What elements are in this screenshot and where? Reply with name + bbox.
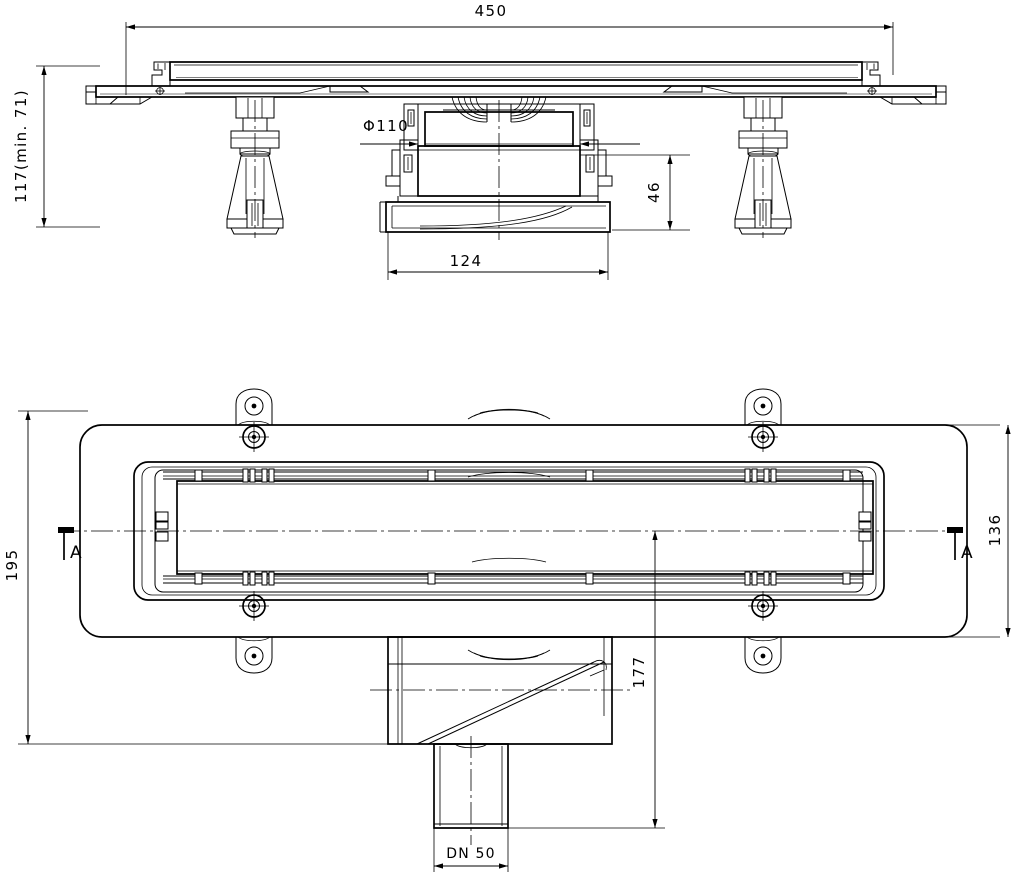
dimension-overall-width bbox=[18, 410, 400, 745]
flange-outline bbox=[79, 424, 968, 638]
dim-label-nominal-outlet: DN 50 bbox=[446, 846, 496, 862]
adjustable-foot-left bbox=[226, 96, 284, 238]
section-mark-right: A bbox=[947, 527, 973, 563]
section-label-right: A bbox=[961, 543, 973, 563]
dimension-height bbox=[36, 65, 100, 228]
mounting-tab-top-left bbox=[236, 389, 272, 452]
dimension-outlet-offset bbox=[508, 531, 665, 829]
dim-label-outlet-offset: 177 bbox=[630, 656, 648, 689]
mounting-tab-bottom-left bbox=[236, 591, 272, 673]
dim-label-body-width: 124 bbox=[450, 252, 483, 270]
section-mark-left: A bbox=[58, 527, 82, 563]
dim-label-outlet-diameter: Φ110 bbox=[363, 117, 409, 135]
dimension-nominal-outlet bbox=[433, 828, 509, 872]
end-clips bbox=[155, 511, 872, 542]
dim-label-overall-width: 195 bbox=[3, 549, 21, 582]
section-label-left: A bbox=[70, 543, 82, 563]
rail-clips-top bbox=[194, 468, 851, 483]
dimension-body-width bbox=[387, 232, 609, 280]
drain-body-section bbox=[380, 96, 612, 240]
rail-clips-bottom bbox=[194, 571, 851, 586]
dimension-outlet-diameter: Φ110 bbox=[360, 117, 640, 147]
view-plan: A A bbox=[18, 389, 1011, 872]
dim-label-body-height: 46 bbox=[645, 181, 663, 203]
dim-label-overall-length: 450 bbox=[475, 2, 508, 20]
outlet-assembly bbox=[370, 636, 630, 845]
cover-plate-assembly bbox=[86, 61, 946, 104]
mounting-tab-bottom-right bbox=[745, 591, 781, 673]
dimension-body-height bbox=[580, 154, 690, 231]
channel-trough bbox=[133, 408, 885, 661]
adjustable-foot-right bbox=[734, 96, 792, 238]
dim-label-height: 117(min. 71) bbox=[12, 89, 30, 203]
dimension-overall-length bbox=[125, 22, 894, 95]
mounting-tab-top-right bbox=[745, 389, 781, 452]
dim-label-frame-width: 136 bbox=[986, 514, 1004, 547]
view-section-elevation: Φ110 bbox=[36, 22, 946, 280]
